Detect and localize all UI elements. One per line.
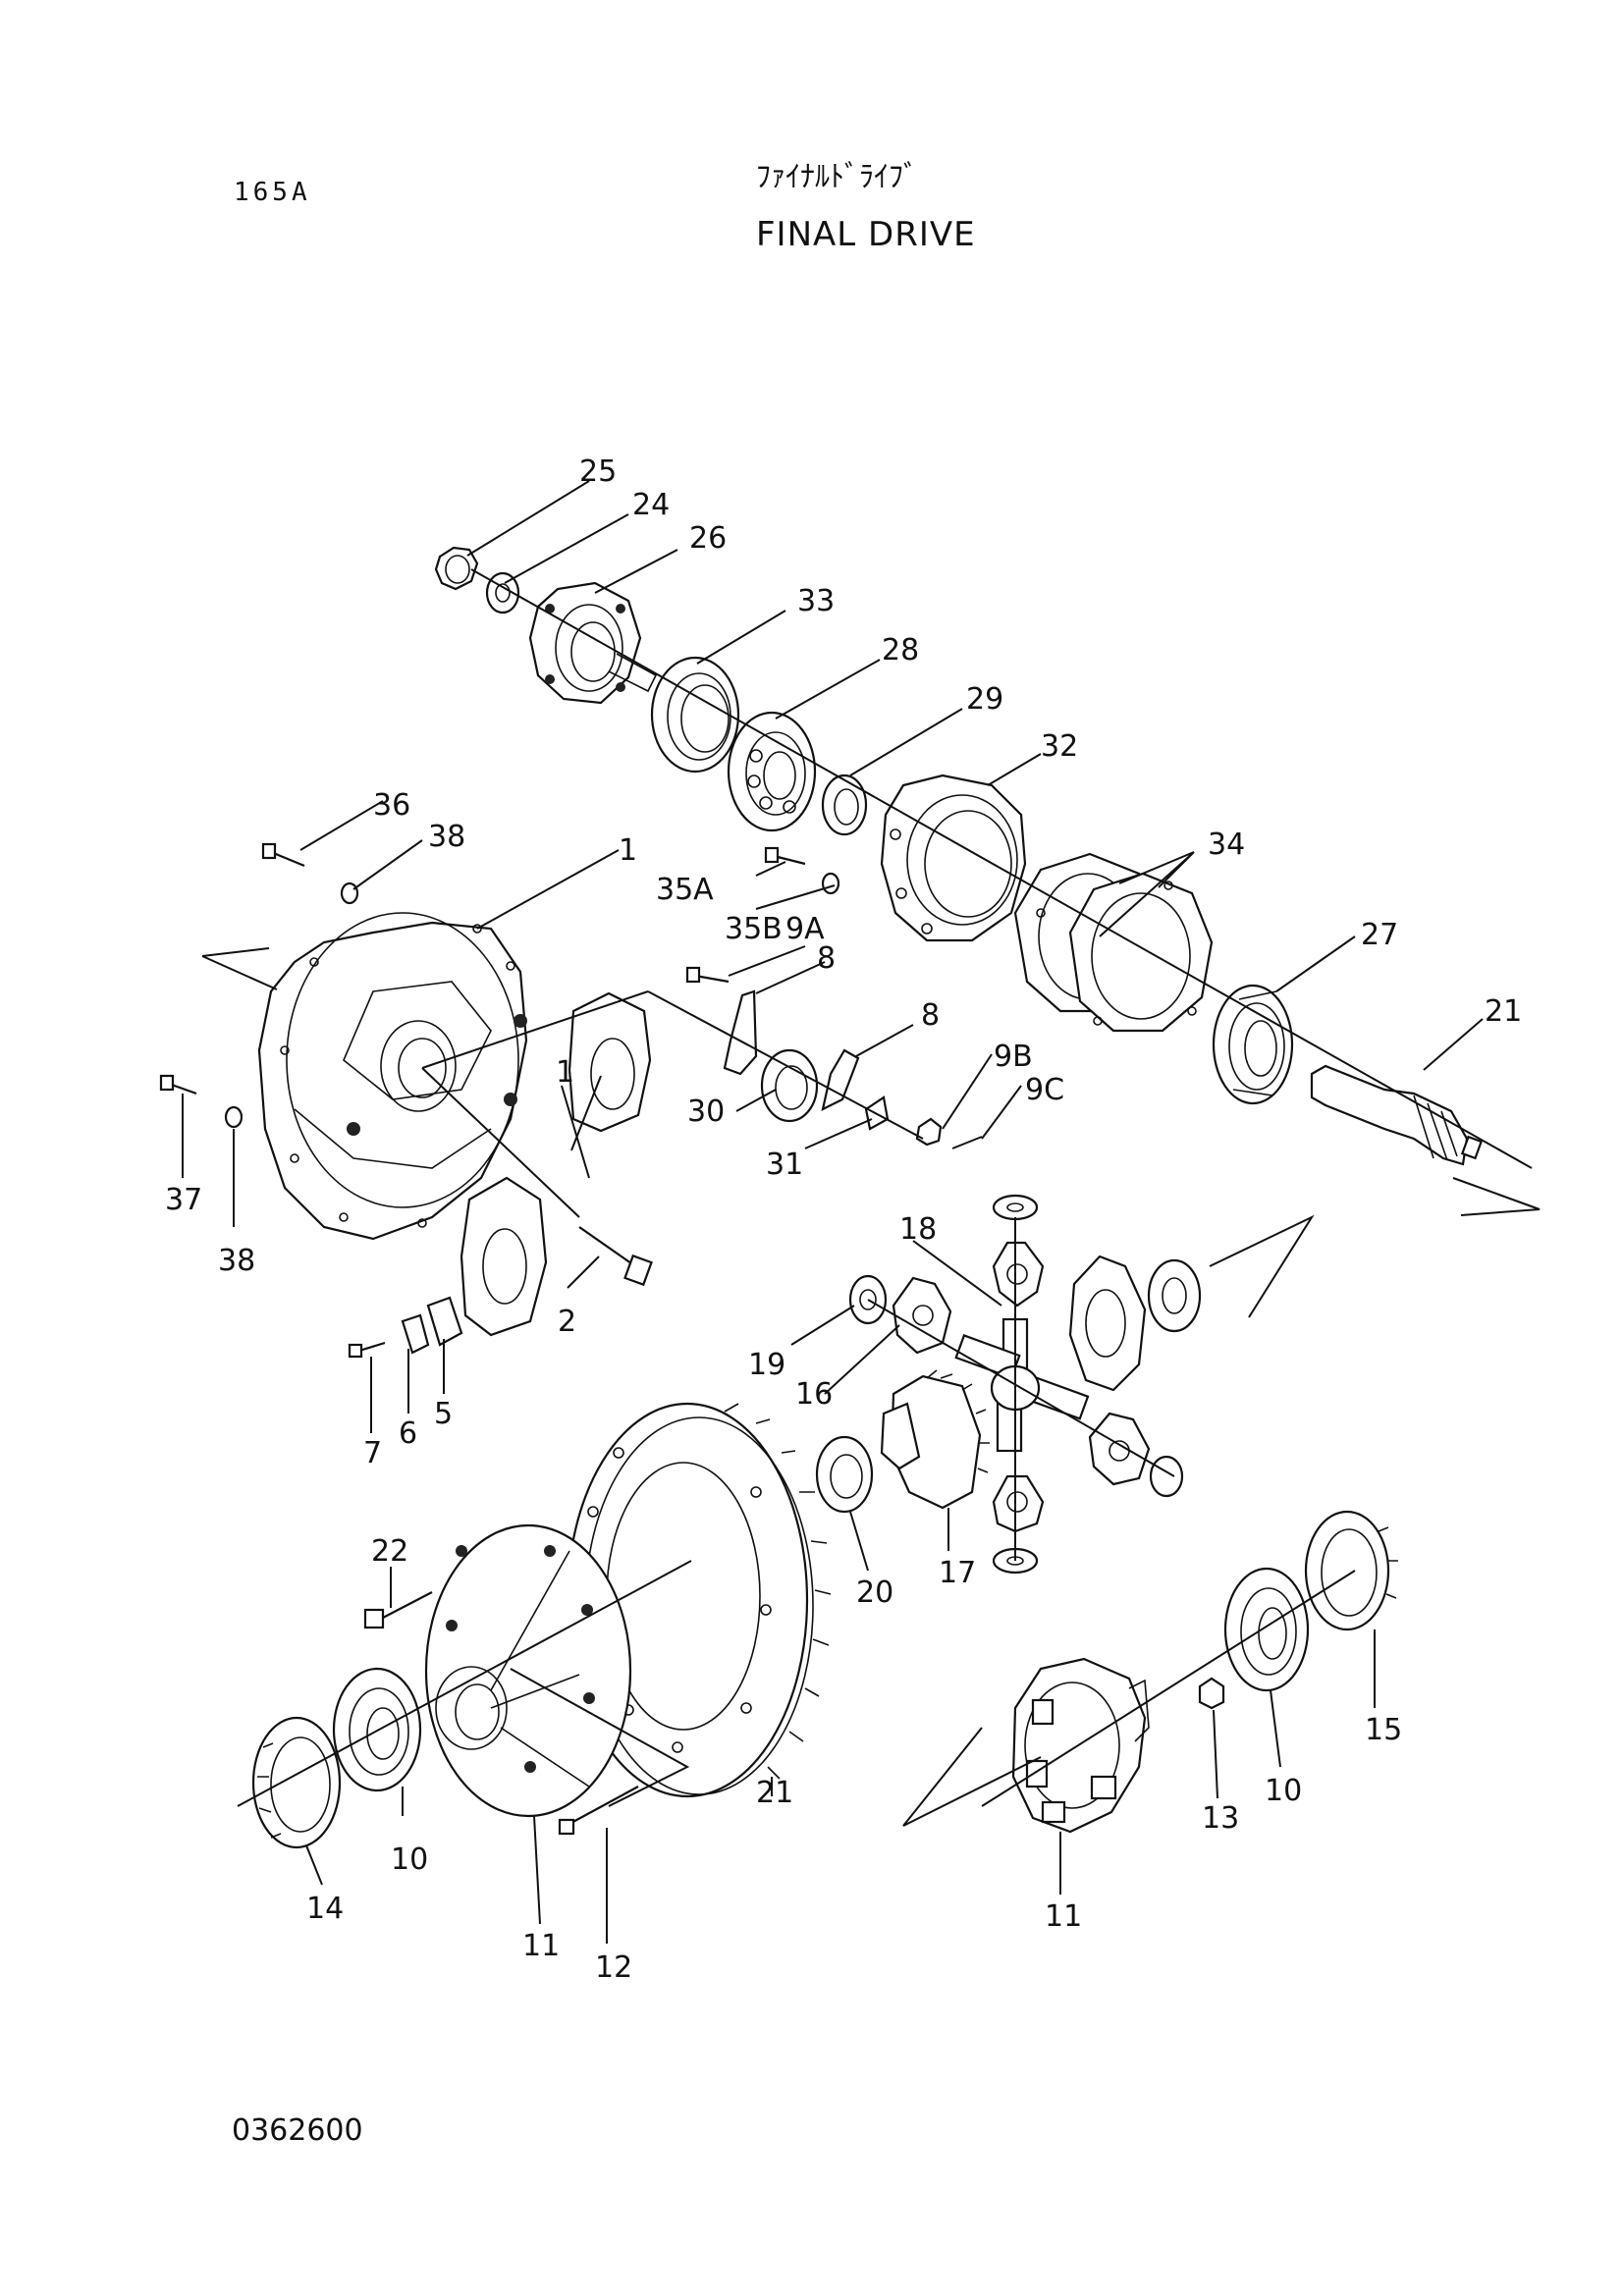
spider-18: [954, 1317, 1090, 1453]
bolt-37: [159, 1074, 197, 1095]
pinion-nut-25: [434, 546, 479, 591]
callout-35A: 35A: [656, 873, 714, 907]
callout-28: 28: [882, 633, 919, 667]
callout-30: 30: [687, 1095, 725, 1129]
callout-15: 15: [1365, 1713, 1402, 1747]
callout-20: 20: [856, 1575, 893, 1610]
title-english: FINAL DRIVE: [756, 215, 976, 254]
thrust-washer-pinion-right: [1149, 1455, 1184, 1498]
callout-10-right: 10: [1265, 1774, 1302, 1808]
bolt-2: [578, 1226, 653, 1287]
bolt-35A: [764, 846, 806, 866]
pinion-gear-lower: [992, 1474, 1045, 1533]
callout-16: 16: [795, 1377, 833, 1412]
side-gear-right: [1068, 1255, 1147, 1392]
bolt-9A: [685, 966, 730, 984]
shims-34: [1013, 852, 1214, 1033]
callout-22: 22: [371, 1534, 408, 1569]
callout-10-left: 10: [391, 1842, 428, 1877]
callout-1-cap: 1: [556, 1055, 574, 1090]
leader-lines: [182, 480, 1484, 1944]
oil-seal-33: [650, 656, 740, 774]
bolt-22: [363, 1591, 433, 1629]
diff-case-assembly-11: [1011, 1657, 1150, 1834]
side-gear-17: [880, 1369, 990, 1510]
callout-32: 32: [1041, 729, 1078, 764]
callout-35B: 35B: [725, 912, 783, 946]
callout-1-housing: 1: [619, 833, 637, 868]
washer-35B: [821, 872, 840, 895]
callout-14: 14: [306, 1892, 344, 1926]
nut-9B: [915, 1117, 943, 1147]
lock-plate-5: [426, 1296, 463, 1347]
bearing-cage-32: [880, 774, 1027, 942]
callout-19: 19: [748, 1348, 785, 1382]
callout-27: 27: [1361, 918, 1398, 952]
callout-34: 34: [1208, 828, 1245, 862]
callout-29: 29: [966, 682, 1003, 717]
callout-13: 13: [1202, 1801, 1239, 1836]
callout-11-left: 11: [522, 1929, 560, 1963]
callout-12: 12: [595, 1950, 632, 1985]
bearing-30: [760, 1048, 819, 1123]
callout-38-upper: 38: [428, 820, 465, 854]
pinion-gear-right: [1088, 1412, 1151, 1486]
callout-6: 6: [399, 1416, 417, 1451]
thrust-washer-upper: [992, 1194, 1039, 1221]
callout-21-pinion: 21: [1485, 994, 1522, 1029]
callout-2: 2: [558, 1305, 576, 1339]
pinion-gear-16: [892, 1276, 952, 1355]
callout-31: 31: [766, 1148, 803, 1182]
callout-33: 33: [797, 584, 835, 618]
bolt-7: [348, 1341, 386, 1359]
bearing-10-left: [332, 1667, 422, 1792]
washer-38-upper: [340, 881, 359, 905]
spacer-29: [821, 774, 868, 836]
callout-37: 37: [165, 1183, 202, 1217]
washer-38-lower: [224, 1105, 243, 1129]
callout-21-ring: 21: [756, 1776, 793, 1810]
callout-labels: 25 24 26 33 28 29 32 34 27 21 36 38 1 35…: [165, 454, 1522, 1985]
adjusting-nut-15: [1304, 1510, 1398, 1631]
callout-9A: 9A: [785, 912, 825, 946]
callout-25: 25: [579, 454, 617, 489]
bearing-cap-upper-1: [568, 991, 652, 1133]
bearing-cap-lower-1: [460, 1176, 548, 1337]
thrust-washer-20: [815, 1435, 874, 1514]
bearing-10-right: [1223, 1567, 1310, 1692]
thrust-washer-right: [1147, 1258, 1202, 1333]
callout-38-lower: 38: [218, 1244, 255, 1278]
callout-36: 36: [373, 788, 410, 823]
callout-11-right: 11: [1045, 1899, 1082, 1934]
drawing-number: 0362600: [232, 2113, 363, 2148]
callout-8-left: 8: [817, 941, 836, 976]
callout-9B: 9B: [994, 1040, 1033, 1074]
bearing-28: [727, 711, 817, 832]
bolt-36: [261, 842, 305, 868]
page-code: 165A: [234, 178, 311, 207]
callout-17: 17: [939, 1556, 976, 1590]
carrier-housing-1: [257, 912, 528, 1241]
diff-case-11: [424, 1523, 632, 1818]
callout-7: 7: [363, 1436, 382, 1470]
callout-9C: 9C: [1025, 1073, 1064, 1107]
lock-plate-8-right: [821, 1048, 860, 1112]
bearing-27: [1212, 984, 1294, 1105]
bolt-12: [558, 1786, 639, 1836]
adjusting-nut-14: [251, 1716, 342, 1849]
drive-pinion-21: [1310, 1064, 1484, 1166]
pin-9C: [951, 1136, 983, 1149]
nut-13: [1198, 1677, 1225, 1710]
callout-8-right: 8: [921, 998, 940, 1033]
callout-24: 24: [632, 488, 670, 522]
callout-5: 5: [434, 1397, 453, 1431]
companion-flange-26: [528, 581, 658, 705]
callout-18: 18: [899, 1212, 937, 1247]
lock-plate-8-left: [723, 989, 758, 1076]
pinion-gear-upper: [992, 1241, 1045, 1308]
lock-plate-6: [401, 1313, 430, 1355]
title-japanese: ﾌｧｲﾅﾙﾄﾞﾗｲﾌﾞ: [756, 160, 918, 194]
callout-26: 26: [689, 521, 727, 556]
